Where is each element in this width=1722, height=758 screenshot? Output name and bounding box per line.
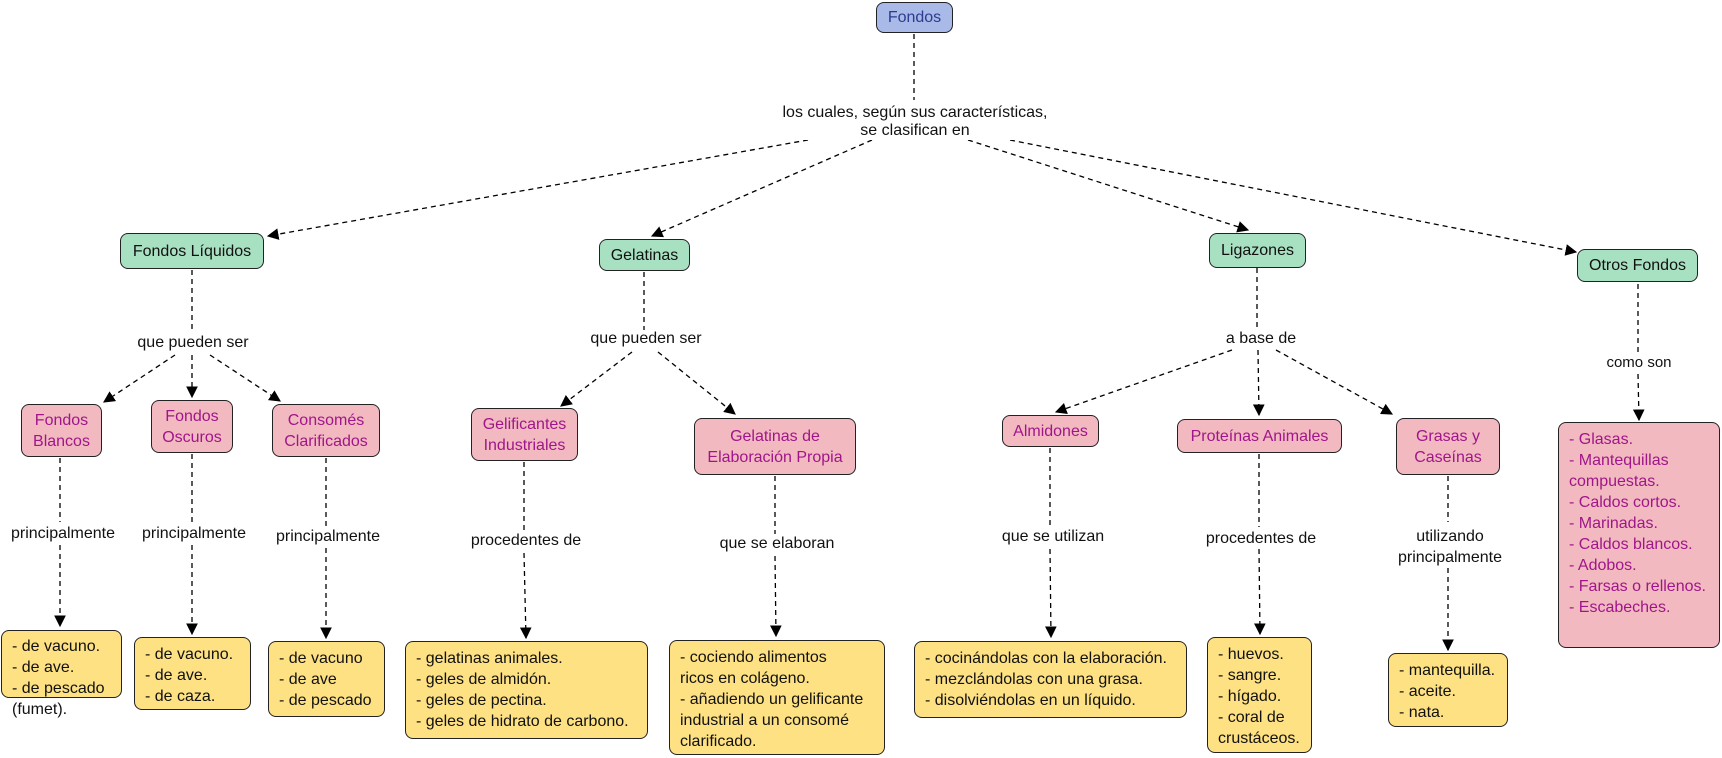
leaf-line: - gelatinas animales. xyxy=(416,650,563,667)
link-ligazones: a base de xyxy=(1215,330,1307,348)
leaf-line: - nata. xyxy=(1399,704,1445,721)
link-blancos: principalmente xyxy=(4,525,122,543)
root-node: Fondos xyxy=(876,2,953,33)
leaf-elaboracion: - cociendo alimentos ricos en colágeno. … xyxy=(669,640,885,755)
leaf-line: - disolviéndolas en un líquido. xyxy=(925,692,1136,709)
leaf-line: - Mantequillas xyxy=(1569,452,1669,469)
sub-almidones: Almidones xyxy=(1002,415,1099,447)
link-otros: como son xyxy=(1596,354,1682,372)
sub-proteinas-animales: Proteínas Animales xyxy=(1177,419,1342,453)
leaf-line: - cociendo alimentos xyxy=(680,649,827,666)
leaf-fondos-oscuros: - de vacuno. - de ave. - de caza. xyxy=(134,637,251,710)
leaf-otros-fondos: - Glasas. - Mantequillas compuestas. - C… xyxy=(1558,422,1720,648)
leaf-line: crustáceos. xyxy=(1218,730,1300,747)
leaf-line: - mezclándolas con una grasa. xyxy=(925,671,1143,688)
link-elaboracion: que se elaboran xyxy=(710,535,844,553)
link-grasas: utilizando principalmente xyxy=(1390,526,1510,568)
leaf-line: - de vacuno. xyxy=(12,638,101,655)
link-gelificantes: procedentes de xyxy=(463,532,589,550)
category-otros-fondos: Otros Fondos xyxy=(1577,249,1698,282)
category-fondos-liquidos: Fondos Líquidos xyxy=(120,233,264,269)
link-gelatinas: que pueden ser xyxy=(580,330,712,348)
leaf-grasas: - mantequilla. - aceite. - nata. xyxy=(1388,653,1508,727)
link-consomes: principalmente xyxy=(269,528,387,546)
sub-grasas-caseinas: Grasas y Caseínas xyxy=(1396,418,1500,475)
leaf-almidones: - cocinándolas con la elaboración. - mez… xyxy=(914,641,1187,718)
root-link-label: los cuales, según sus características, s… xyxy=(776,104,1054,140)
leaf-line: - Farsas o rellenos. xyxy=(1569,578,1706,595)
leaf-line: ricos en colágeno. xyxy=(680,670,810,687)
link-oscuros: principalmente xyxy=(135,525,253,543)
leaf-gelificantes: - gelatinas animales. - geles de almidón… xyxy=(405,641,648,739)
leaf-proteinas: - huevos. - sangre. - hígado. - coral de… xyxy=(1207,637,1312,753)
leaf-line: - de vacuno. xyxy=(145,646,234,663)
leaf-line: - Caldos blancos. xyxy=(1569,536,1693,553)
link-almidones: que se utilizan xyxy=(992,528,1114,546)
leaf-consomes: - de vacuno - de ave - de pescado xyxy=(268,641,385,717)
leaf-line: - de pescado xyxy=(279,692,372,709)
leaf-fondos-blancos: - de vacuno. - de ave. - de pescado (fum… xyxy=(1,630,122,718)
leaf-line: - de ave xyxy=(279,671,337,688)
leaf-line: - coral de xyxy=(1218,709,1285,726)
sub-gelificantes-industriales: Gelificantes Industriales xyxy=(471,408,578,461)
leaf-line: clarificado. xyxy=(680,733,757,750)
leaf-line: - geles de almidón. xyxy=(416,671,552,688)
link-proteinas: procedentes de xyxy=(1196,530,1326,548)
sub-fondos-oscuros: Fondos Oscuros xyxy=(151,400,233,453)
leaf-line: - de vacuno xyxy=(279,650,363,667)
leaf-line: - Glasas. xyxy=(1569,431,1634,448)
leaf-line: - Caldos cortos. xyxy=(1569,494,1682,511)
link-liquidos: que pueden ser xyxy=(128,334,258,352)
leaf-line: - de pescado xyxy=(12,680,105,697)
leaf-line: - Marinadas. xyxy=(1569,515,1658,532)
leaf-line: - sangre. xyxy=(1218,667,1282,684)
sub-gelatinas-elaboracion-propia: Gelatinas de Elaboración Propia xyxy=(694,418,856,475)
category-ligazones: Ligazones xyxy=(1209,233,1306,268)
leaf-line: compuestas. xyxy=(1569,473,1660,490)
leaf-line: - Adobos. xyxy=(1569,557,1637,574)
leaf-line: - geles de pectina. xyxy=(416,692,547,709)
leaf-line: - hígado. xyxy=(1218,688,1282,705)
category-gelatinas: Gelatinas xyxy=(599,239,690,271)
leaf-line: industrial a un consomé xyxy=(680,712,849,729)
leaf-line: - mantequilla. xyxy=(1399,662,1496,679)
leaf-line: (fumet). xyxy=(12,701,68,718)
leaf-line: - huevos. xyxy=(1218,646,1284,663)
leaf-line: - aceite. xyxy=(1399,683,1456,700)
leaf-line: - de ave. xyxy=(12,659,75,676)
leaf-line: - cocinándolas con la elaboración. xyxy=(925,650,1167,667)
leaf-line: - añadiendo un gelificante xyxy=(680,691,864,708)
leaf-line: - Escabeches. xyxy=(1569,599,1671,616)
sub-consomes-clarificados: Consomés Clarificados xyxy=(272,404,380,457)
leaf-line: - de ave. xyxy=(145,667,208,684)
sub-fondos-blancos: Fondos Blancos xyxy=(21,404,102,457)
leaf-line: - geles de hidrato de carbono. xyxy=(416,713,629,730)
leaf-line: - de caza. xyxy=(145,688,216,705)
